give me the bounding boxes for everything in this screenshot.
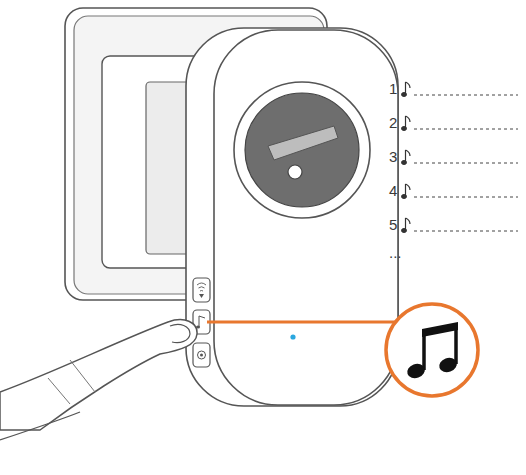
melody-number: ...	[389, 244, 402, 261]
eighth-note	[402, 116, 411, 131]
finger-crease	[48, 360, 95, 404]
finger	[0, 320, 197, 430]
status-led	[290, 334, 295, 339]
socket-ring	[234, 82, 370, 218]
melody-icon	[199, 316, 205, 327]
hand-contour	[0, 412, 80, 440]
melody-number: 3	[389, 148, 397, 165]
device-side	[186, 28, 398, 406]
eighth-note	[402, 82, 411, 97]
settings-icon-center	[200, 354, 203, 357]
melody-number: 4	[389, 182, 397, 199]
eighth-note	[402, 184, 411, 199]
melody-list-marks	[402, 82, 519, 233]
melody-number-holder: 1	[389, 80, 397, 98]
melody-number: 2	[389, 114, 397, 131]
melody-number-holder: 4	[389, 182, 397, 200]
melody-number-holder: ...	[389, 244, 402, 262]
callout-circle	[386, 304, 478, 396]
settings-button	[193, 343, 210, 367]
melody-number-holder: 3	[389, 148, 397, 166]
device-front	[214, 30, 398, 405]
melody-number-holder: 2	[389, 114, 397, 132]
wifi-button	[193, 278, 210, 302]
leader-line	[207, 321, 395, 324]
melody-number-holder: 5	[389, 216, 397, 234]
earth-pin	[268, 126, 338, 160]
wifi-icon-arrow	[199, 294, 204, 298]
socket-well	[245, 93, 359, 207]
music-note-beam	[422, 322, 458, 337]
eighth-note	[402, 218, 411, 233]
music-note-head	[437, 355, 459, 374]
dotted-lines	[414, 95, 518, 231]
wifi-icon	[197, 283, 206, 291]
settings-icon	[198, 351, 206, 359]
melody-number: 5	[389, 216, 397, 233]
melody-number: 1	[389, 80, 397, 97]
music-note-head	[405, 361, 427, 380]
socket-hole	[288, 165, 302, 179]
fingernail	[170, 324, 190, 342]
eighth-note	[402, 150, 411, 165]
